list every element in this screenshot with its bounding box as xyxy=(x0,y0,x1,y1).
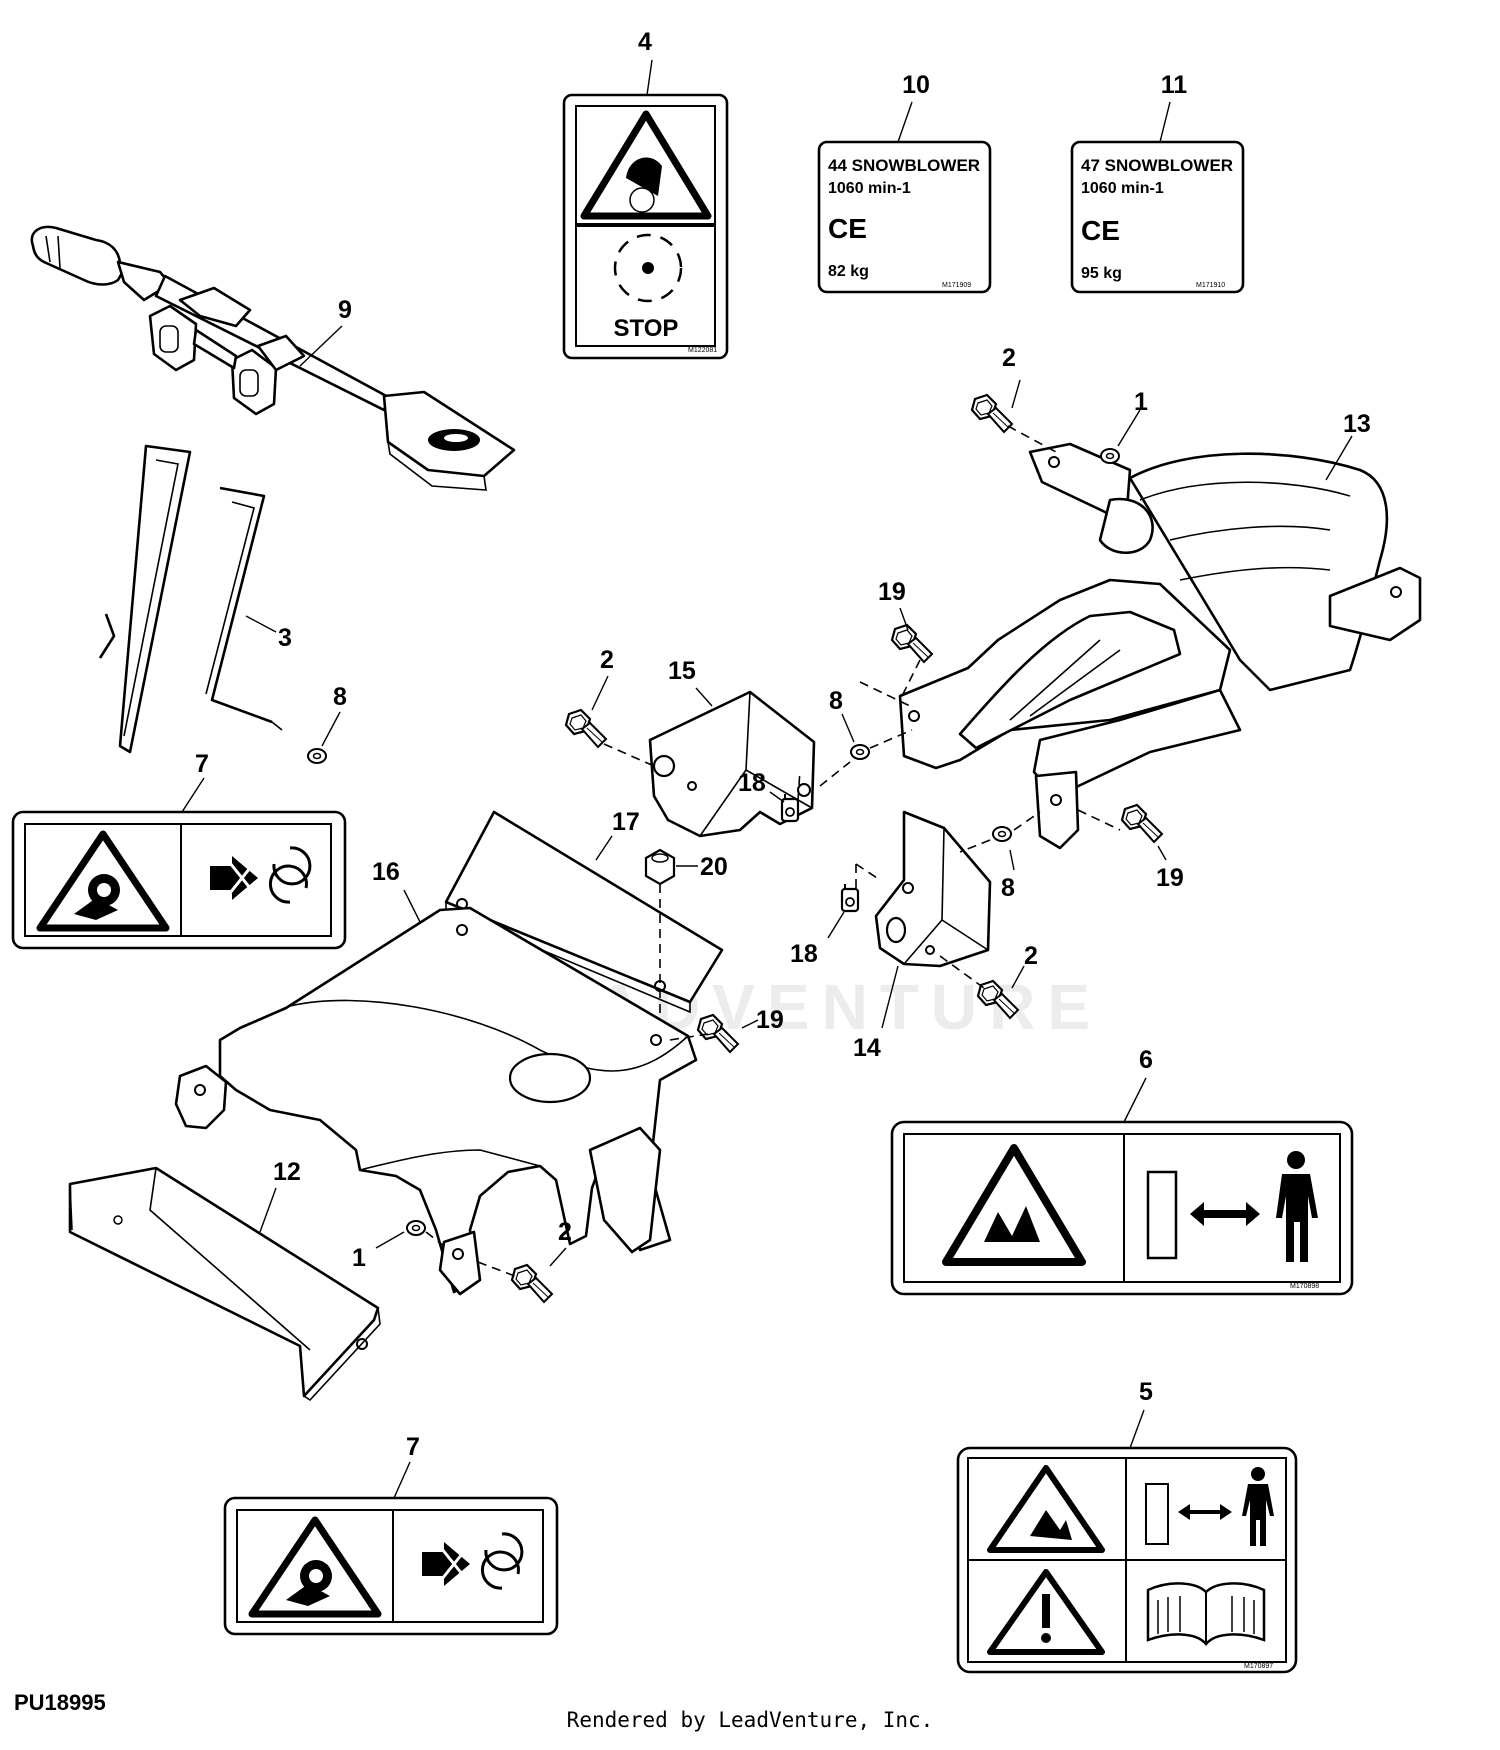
bolt-icon xyxy=(1120,803,1164,844)
decal-title: 47 SNOWBLOWER xyxy=(1081,156,1233,175)
callout-10: 10 xyxy=(902,71,930,99)
figure-code: PU18995 xyxy=(14,1690,106,1715)
bolt-icon xyxy=(970,393,1014,434)
callout-17: 17 xyxy=(612,808,640,836)
ce-mark: CE xyxy=(828,213,867,244)
ce-mark: CE xyxy=(1081,215,1120,246)
callout-2b: 2 xyxy=(600,646,614,674)
decal-code: M170898 xyxy=(1290,1283,1319,1290)
decal-code: M171909 xyxy=(942,282,971,289)
callout-8a: 8 xyxy=(333,683,347,711)
part-14-bracket xyxy=(874,810,992,968)
callout-8b: 8 xyxy=(829,687,843,715)
part-3-wire-rod xyxy=(98,444,283,754)
part-16-cover xyxy=(174,906,698,1296)
render-credit: Rendered by LeadVenture, Inc. xyxy=(566,1708,934,1732)
callout-15: 15 xyxy=(668,657,696,685)
callout-6: 6 xyxy=(1139,1046,1153,1074)
decal-10-44-snowblower: 44 SNOWBLOWER 1060 min-1 CE 82 kg M17190… xyxy=(817,140,992,294)
clip-nut-icon xyxy=(780,792,800,823)
decal-code: M122081 xyxy=(688,347,717,354)
part-9-lever-handle xyxy=(30,225,516,491)
decal-5-safety: M170897 xyxy=(956,1446,1298,1674)
callout-20: 20 xyxy=(700,853,728,881)
decal-speed: 1060 min-1 xyxy=(828,180,911,197)
decal-7-belt-warning xyxy=(223,1496,559,1636)
bolt-icon xyxy=(696,1013,740,1054)
callout-13: 13 xyxy=(1343,410,1371,438)
bolt-icon xyxy=(510,1263,554,1304)
decal-code: M171910 xyxy=(1196,282,1225,289)
callout-18a: 18 xyxy=(738,769,766,797)
callout-12: 12 xyxy=(273,1158,301,1186)
decal-weight: 95 kg xyxy=(1081,265,1122,282)
callout-4: 4 xyxy=(638,28,652,56)
bolt-icon xyxy=(564,708,608,749)
washer-icon xyxy=(406,1220,426,1236)
callout-16: 16 xyxy=(372,858,400,886)
callout-1b: 1 xyxy=(352,1244,366,1272)
decal-4-stop: STOP M122081 xyxy=(562,93,729,360)
callout-14: 14 xyxy=(853,1034,881,1062)
decal-11-47-snowblower: 47 SNOWBLOWER 1060 min-1 CE 95 kg M17191… xyxy=(1070,140,1245,294)
callout-3: 3 xyxy=(278,624,292,652)
part-15-bracket xyxy=(648,690,816,838)
part-12-shield xyxy=(68,1166,381,1402)
decal-stop-text: STOP xyxy=(614,315,679,342)
decal-7-belt-warning xyxy=(11,810,347,950)
decal-title: 44 SNOWBLOWER xyxy=(828,156,980,175)
callout-9: 9 xyxy=(338,296,352,324)
bolt-icon xyxy=(890,623,934,664)
callout-8c: 8 xyxy=(1001,874,1015,902)
washer-icon xyxy=(850,744,870,760)
callout-19b: 19 xyxy=(1156,864,1184,892)
callout-2a: 2 xyxy=(1002,344,1016,372)
part-13-chute-housing xyxy=(898,442,1422,850)
decal-weight: 82 kg xyxy=(828,263,869,280)
washer-icon xyxy=(1100,448,1120,464)
callout-5: 5 xyxy=(1139,1378,1153,1406)
callout-1a: 1 xyxy=(1134,388,1148,416)
callout-7b: 7 xyxy=(406,1433,420,1461)
decal-speed: 1060 min-1 xyxy=(1081,180,1164,197)
washer-icon xyxy=(307,748,327,764)
clip-nut-icon xyxy=(840,882,860,913)
callout-19c: 19 xyxy=(756,1006,784,1034)
decal-code: M170897 xyxy=(1244,1663,1273,1670)
callout-2d: 2 xyxy=(558,1218,572,1246)
callout-2c: 2 xyxy=(1024,942,1038,970)
callout-11: 11 xyxy=(1161,71,1188,99)
nut-20-icon xyxy=(644,848,676,886)
decal-6-keep-away: M170898 xyxy=(890,1120,1354,1296)
callout-19a: 19 xyxy=(878,578,906,606)
callout-7a: 7 xyxy=(195,750,209,778)
washer-icon xyxy=(992,826,1012,842)
callout-18b: 18 xyxy=(790,940,818,968)
